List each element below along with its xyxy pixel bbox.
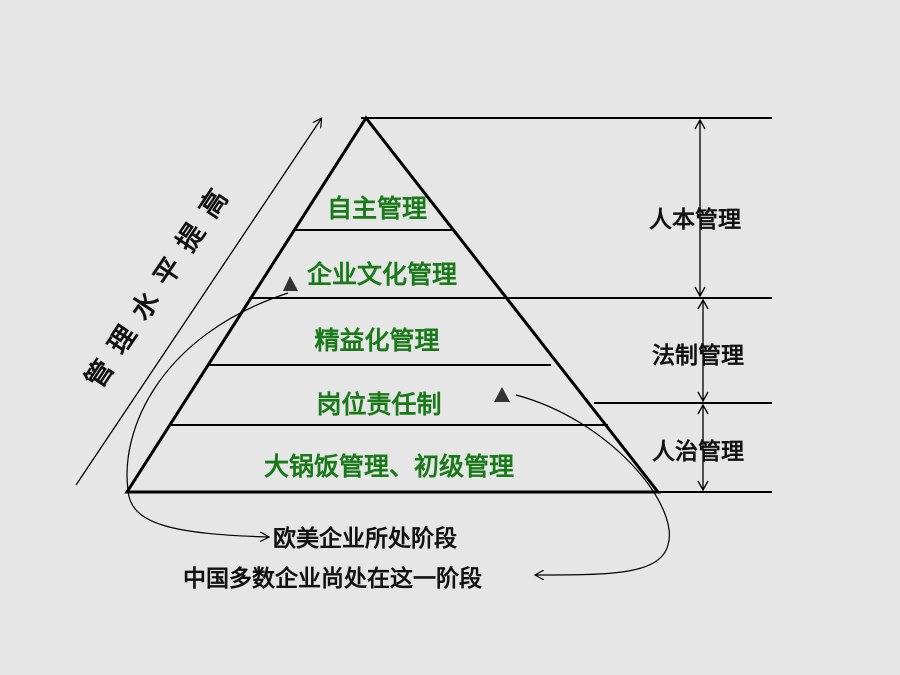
category-rule-of-law: 法制管理	[652, 342, 744, 369]
level-label-lean: 精益化管理	[314, 326, 439, 355]
note-china-stage: 中国多数企业尚处在这一阶段	[183, 565, 482, 592]
china-pointer-curve	[515, 394, 670, 575]
level-label-job-responsibility: 岗位责任制	[316, 390, 441, 419]
category-rule-of-man: 人治管理	[652, 438, 744, 465]
range-arrow-human-based	[694, 118, 706, 298]
axis-label: 管理水平提高	[79, 172, 242, 394]
category-human-based: 人本管理	[649, 206, 741, 233]
triangle-marker-icon	[494, 387, 510, 402]
level-label-autonomous: 自主管理	[327, 194, 427, 223]
level-label-primary: 大锅饭管理、初级管理	[264, 452, 514, 481]
level-rise-arrow	[75, 119, 321, 486]
europe-us-pointer-curve	[126, 292, 289, 537]
pyramid-outline	[124, 115, 662, 494]
range-arrow-rule-of-law	[697, 298, 709, 403]
note-europe-us-stage: 欧美企业所处阶段	[273, 525, 457, 552]
triangle-marker-icon	[283, 276, 298, 291]
level-label-corporate-culture: 企业文化管理	[307, 260, 457, 289]
range-arrow-rule-of-man	[697, 403, 709, 492]
